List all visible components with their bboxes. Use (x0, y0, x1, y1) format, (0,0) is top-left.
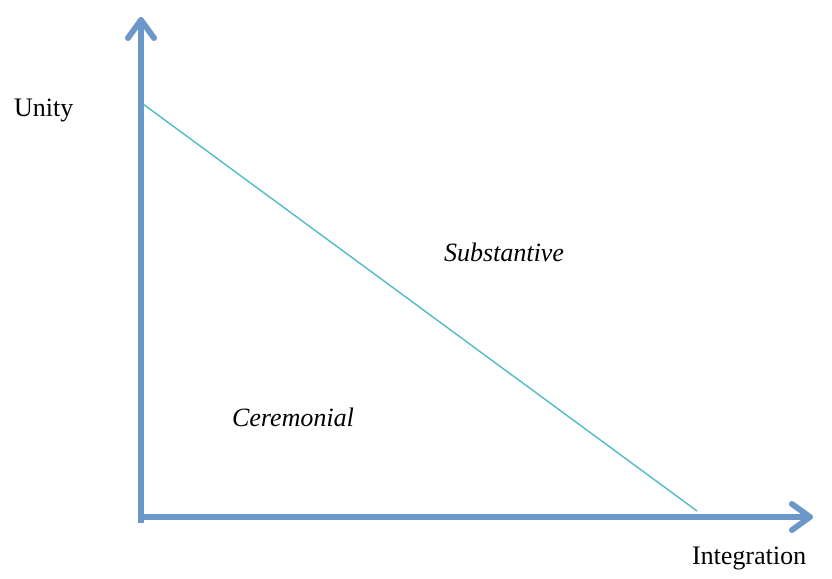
y-axis-arrow-icon (125, 17, 157, 41)
x-axis-label: Integration (692, 541, 807, 570)
y-axis-label: Unity (14, 93, 74, 122)
x-axis-arrow-icon (789, 501, 813, 533)
divider-line (142, 103, 698, 512)
region-label-ceremonial: Ceremonial (232, 403, 354, 432)
region-label-substantive: Substantive (444, 238, 564, 267)
